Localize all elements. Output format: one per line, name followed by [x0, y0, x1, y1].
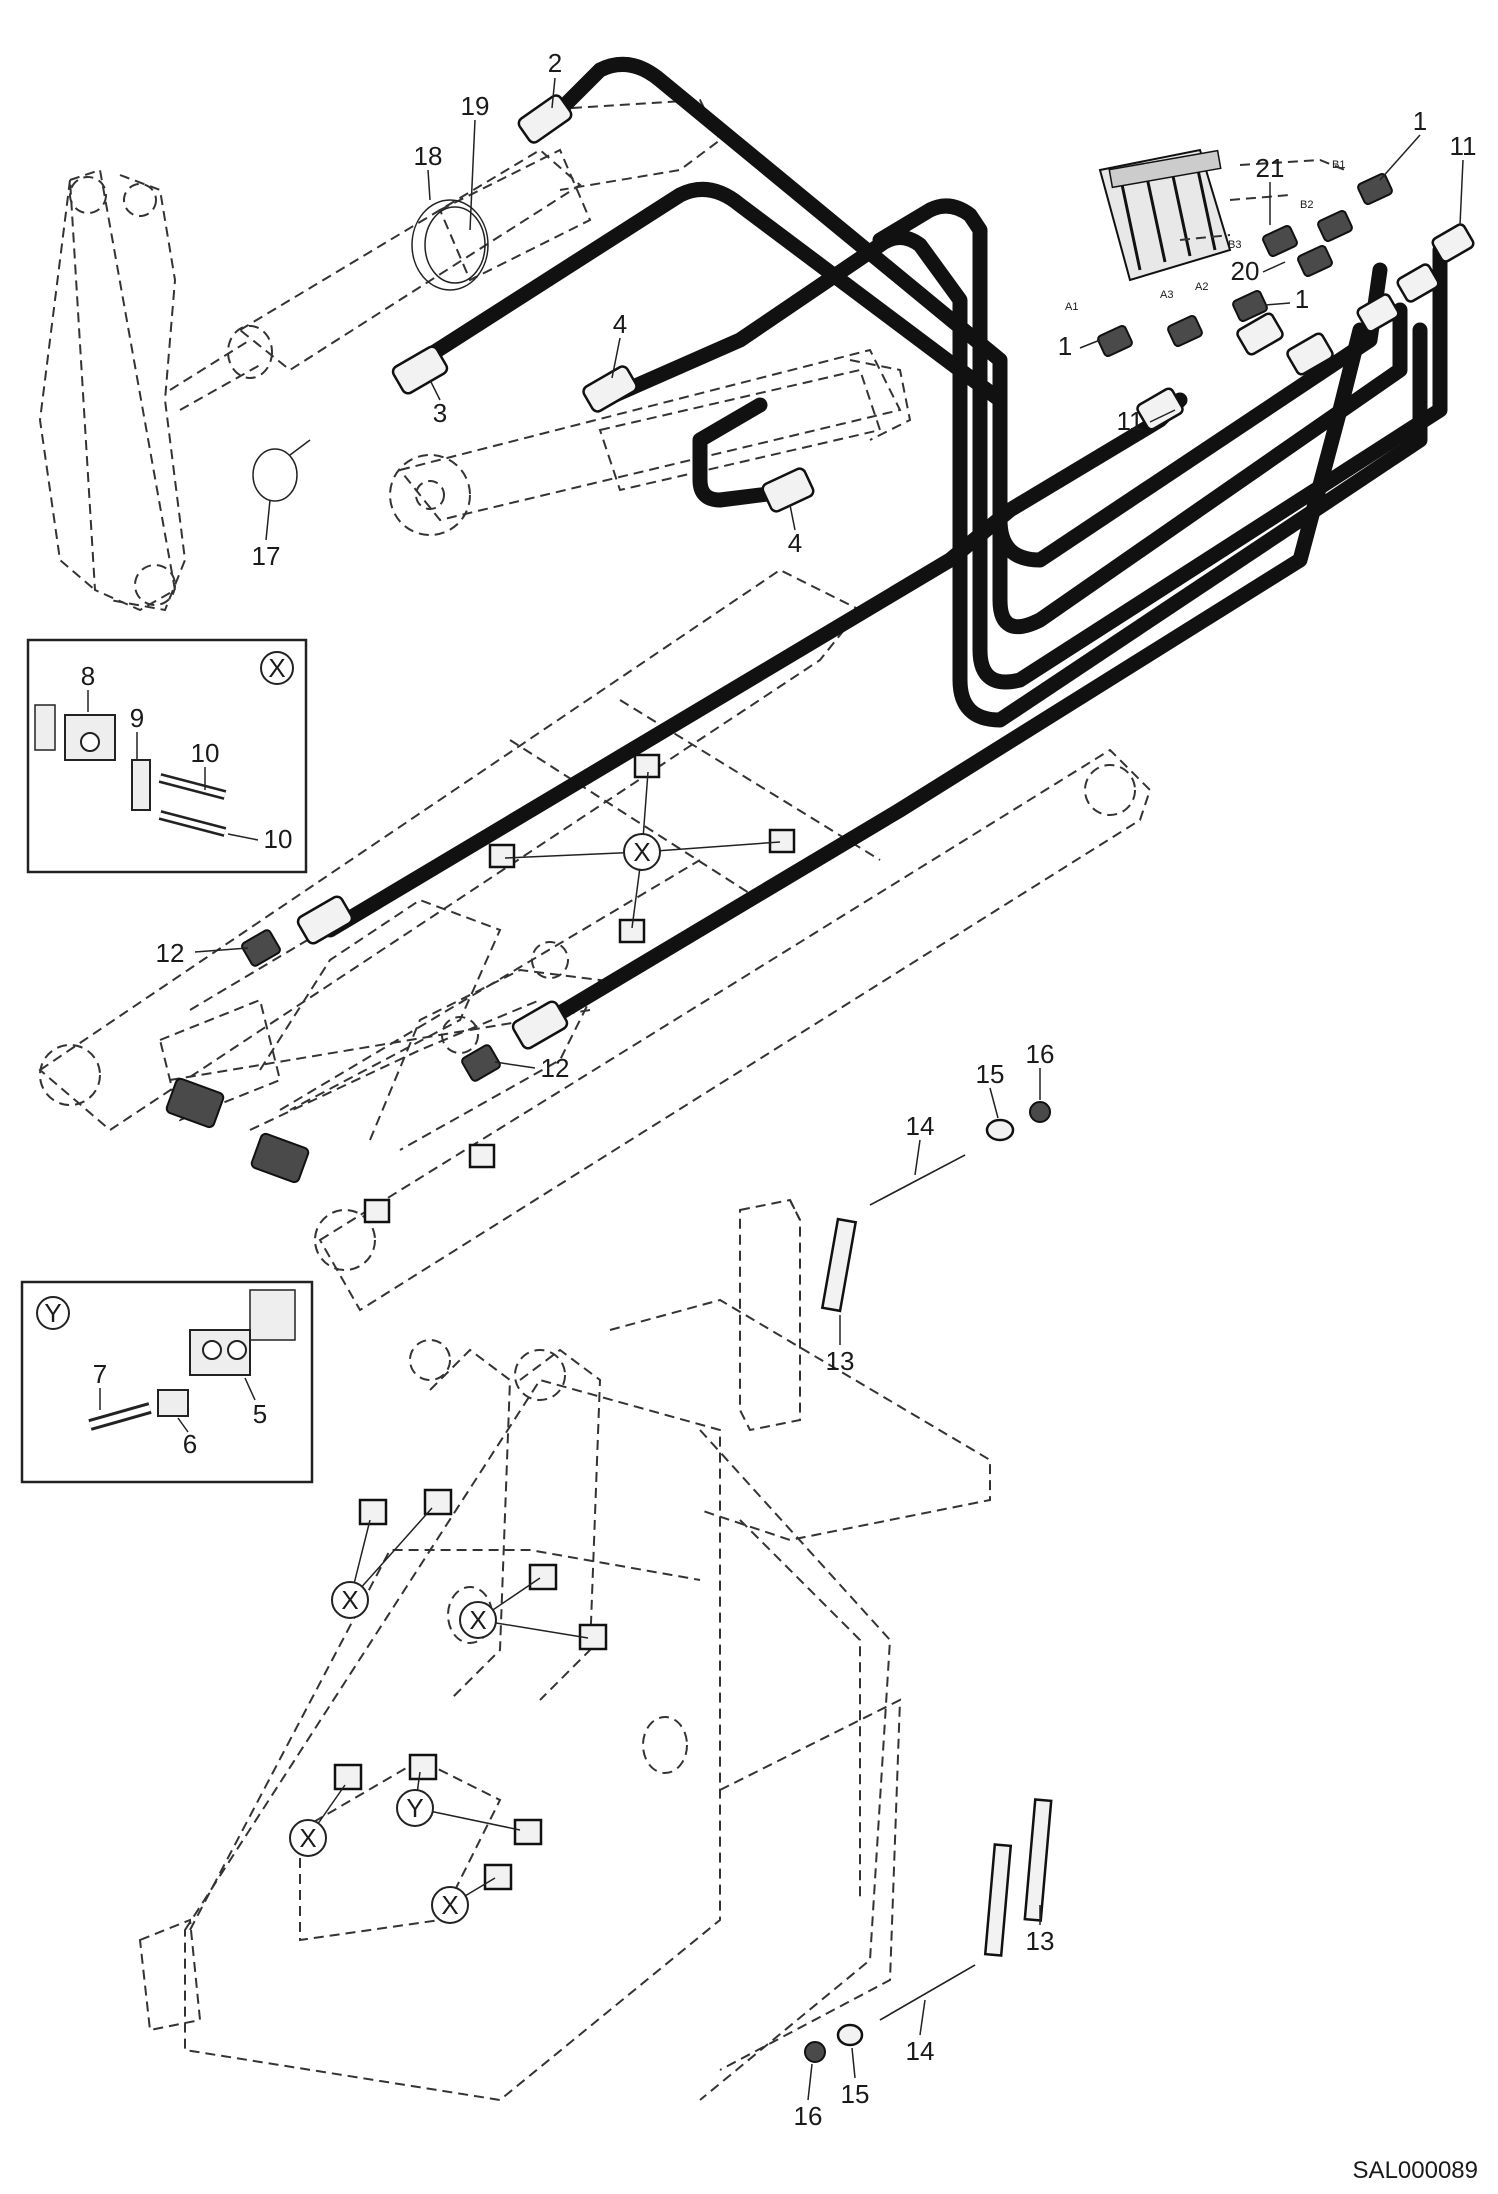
chassis-outline	[138, 1298, 991, 2102]
valve-adapters	[1097, 173, 1393, 357]
callout-13: 13	[826, 1346, 855, 1376]
callout-3: 3	[433, 398, 447, 428]
marker-y-chassis	[396, 1789, 434, 1827]
svg-text:B3: B3	[1228, 239, 1241, 251]
svg-text:10: 10	[264, 824, 293, 854]
control-valve-block: B1 B2 B3 A1 A2 A3	[1065, 148, 1345, 313]
callout-18: 18	[414, 141, 443, 171]
callout-11: 11	[1450, 131, 1477, 161]
hose-end-fittings	[296, 94, 1475, 1050]
svg-text:A2: A2	[1195, 281, 1208, 293]
svg-text:X: X	[633, 837, 650, 867]
callout-15: 15	[976, 1059, 1005, 1089]
detail-box-y: Y 7 6 5	[20, 1280, 314, 1484]
callout-14: 14	[906, 1111, 935, 1141]
swivel-fittings	[165, 929, 501, 1184]
callout-14: 14	[906, 2036, 935, 2066]
location-markers: X X X X X Y	[289, 771, 781, 1924]
callout-13: 13	[1026, 1926, 1055, 1956]
svg-text:Y: Y	[406, 1793, 423, 1823]
callout-21: 21	[1256, 153, 1285, 183]
boom-cylinder-middle	[389, 348, 912, 536]
svg-text:8: 8	[81, 661, 95, 691]
svg-text:X: X	[441, 1890, 458, 1920]
callout-1: 1	[1058, 331, 1072, 361]
svg-text:X: X	[268, 653, 285, 683]
marker-x-chassis-1	[331, 1581, 369, 1619]
mounting-post	[739, 1198, 801, 1432]
svg-text:A3: A3	[1160, 289, 1173, 301]
clamp-blocks-frame	[363, 753, 796, 1224]
callouts: 1 11 21 20 1 1 11 2 19 18 3 4 4 17 12 12…	[156, 48, 1477, 2131]
callout-11: 11	[1117, 406, 1144, 436]
svg-text:10: 10	[191, 738, 220, 768]
drawing-code: SAL000089	[1353, 2157, 1478, 2184]
callout-1: 1	[1295, 284, 1309, 314]
callout-1: 1	[1413, 106, 1427, 136]
svg-text:X: X	[469, 1605, 486, 1635]
svg-text:A1: A1	[1065, 301, 1078, 313]
boom-cylinder-upper	[169, 98, 722, 411]
callout-16: 16	[1026, 1039, 1055, 1069]
svg-text:X: X	[341, 1585, 358, 1615]
clamp-blocks-chassis	[333, 1488, 608, 1891]
svg-text:9: 9	[130, 703, 144, 733]
svg-text:Y: Y	[44, 1298, 61, 1328]
callout-12: 12	[156, 938, 185, 968]
hydraulic-hoses	[322, 56, 1448, 1033]
marker-x-chassis-2	[459, 1601, 497, 1639]
callout-2: 2	[548, 48, 562, 78]
loader-arm-outline	[38, 168, 187, 612]
svg-text:B2: B2	[1300, 199, 1313, 211]
callout-20: 20	[1231, 256, 1260, 286]
hose-clamp	[411, 199, 489, 291]
svg-text:6: 6	[183, 1429, 197, 1459]
svg-text:X: X	[299, 1823, 316, 1853]
tie-rod-hardware-lower	[804, 1798, 1053, 2063]
marker-x-chassis-4	[431, 1886, 469, 1924]
callout-12: 12	[541, 1053, 570, 1083]
marker-x-chassis-3	[289, 1819, 327, 1857]
callout-19: 19	[461, 91, 490, 121]
svg-text:5: 5	[253, 1399, 267, 1429]
callout-15: 15	[841, 2079, 870, 2109]
marker-x-frame	[623, 833, 661, 871]
svg-text:7: 7	[93, 1359, 107, 1389]
callout-4: 4	[613, 309, 627, 339]
callout-16: 16	[794, 2101, 823, 2131]
callout-17: 17	[252, 541, 281, 571]
clamp-small	[252, 439, 311, 502]
callout-4: 4	[788, 528, 802, 558]
tie-rod-hardware-upper	[820, 1101, 1051, 1313]
detail-box-x: X 8 9 10 10	[26, 638, 308, 874]
